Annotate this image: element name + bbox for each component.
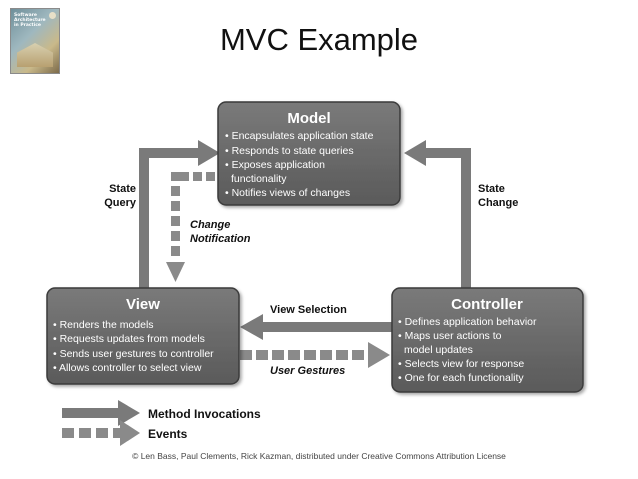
- legend-method-label: Method Invocations: [148, 407, 261, 421]
- controller-box: [391, 287, 584, 393]
- controller-bullet: • Selects view for response: [398, 358, 524, 370]
- model-bullet: • Encapsulates application state: [225, 130, 374, 142]
- book-cover-image: Software Architecture in Practice: [10, 8, 60, 74]
- book-badge: [49, 12, 56, 19]
- state-change-label: Change: [478, 197, 518, 209]
- controller-bullet: • One for each functionality: [398, 372, 524, 384]
- legend-method-arrow: [62, 400, 140, 426]
- controller-bullet: • Defines application behavior: [398, 316, 537, 328]
- model-bullet: • Notifies views of changes: [225, 187, 350, 199]
- legend-events-arrow: [62, 420, 140, 446]
- model-box: [217, 101, 401, 206]
- state-change-label: State: [478, 183, 505, 195]
- change-notification-arrow: [166, 172, 215, 282]
- view-bullet: • Requests updates from models: [53, 333, 205, 345]
- view-selection-label: View Selection: [270, 304, 347, 316]
- legend-events-label: Events: [148, 427, 188, 441]
- controller-bullet: model updates: [404, 344, 473, 356]
- model-bullet: • Responds to state queries: [225, 145, 354, 157]
- model-bullet: • Exposes application: [225, 159, 325, 171]
- view-selection-arrow: [240, 314, 392, 340]
- view-bullet: • Allows controller to select view: [53, 362, 202, 374]
- user-gestures-arrow: [240, 342, 390, 368]
- view-box: [46, 287, 240, 385]
- state-change-arrow: [404, 140, 471, 290]
- page-title: MVC Example: [219, 22, 419, 57]
- book-cover-text: Software Architecture in Practice: [14, 13, 46, 28]
- legend: Method Invocations Events: [62, 400, 261, 446]
- state-query-label: State: [109, 183, 136, 195]
- change-notification-label: Notification: [190, 233, 251, 245]
- view-title: View: [126, 296, 160, 313]
- state-query-label: Query: [104, 197, 137, 209]
- model-bullet: functionality: [231, 173, 287, 185]
- controller-title: Controller: [451, 296, 523, 313]
- state-query-arrow: [139, 140, 220, 288]
- view-bullet: • Sends user gestures to controller: [53, 348, 214, 360]
- controller-bullet: • Maps user actions to: [398, 330, 502, 342]
- copyright-footer: © Len Bass, Paul Clements, Rick Kazman, …: [132, 451, 506, 461]
- view-bullet: • Renders the models: [53, 319, 154, 331]
- change-notification-label: Change: [190, 219, 230, 231]
- user-gestures-label: User Gestures: [270, 365, 345, 377]
- model-title: Model: [287, 110, 330, 127]
